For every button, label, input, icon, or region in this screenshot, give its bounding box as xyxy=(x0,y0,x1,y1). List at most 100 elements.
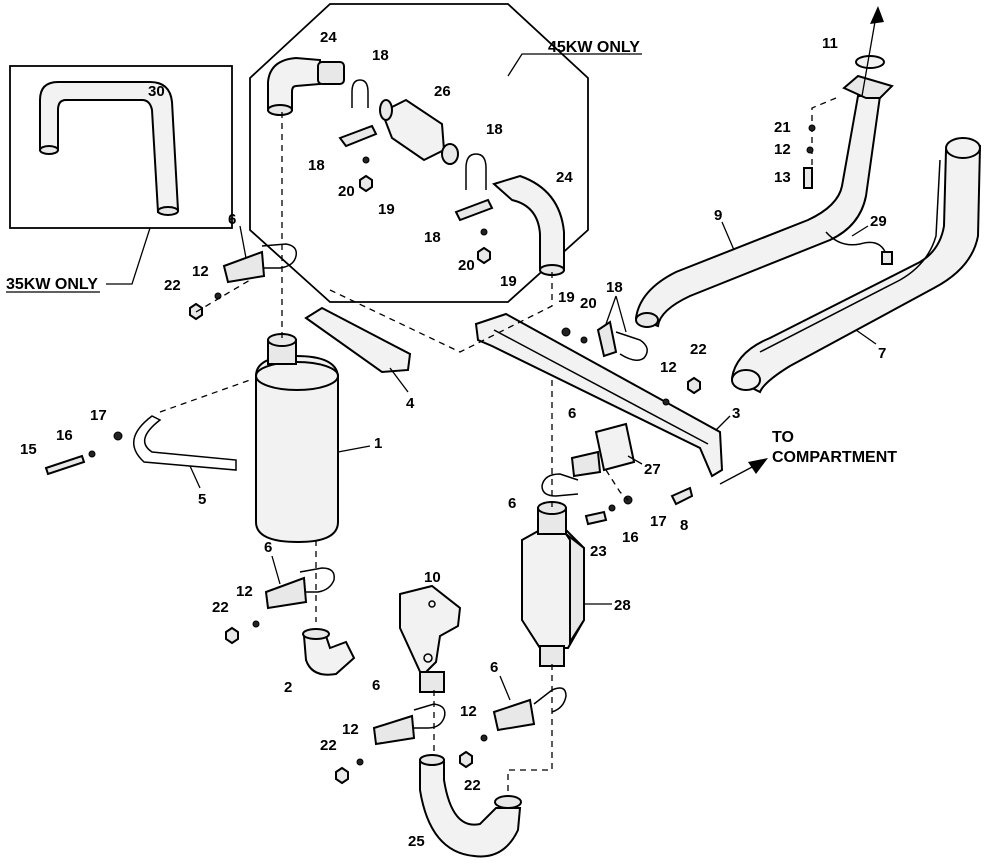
nut-22-b xyxy=(225,626,239,645)
callout-2: 2 xyxy=(284,679,292,696)
pipe-25 xyxy=(419,759,522,858)
clamp-6-b xyxy=(264,576,308,610)
callout-27: 27 xyxy=(644,461,661,478)
callout-29: 29 xyxy=(870,213,887,230)
clamp-6-d xyxy=(570,450,602,478)
pipe-7-end xyxy=(731,369,761,391)
callout-17-a: 17 xyxy=(90,407,107,424)
dash-i xyxy=(195,279,251,313)
gasket-11 xyxy=(855,55,885,69)
washer-20-right xyxy=(580,336,588,344)
callout-19-c: 19 xyxy=(558,289,575,306)
leader-6-e xyxy=(499,675,511,701)
bolt-8 xyxy=(670,486,694,506)
callout-6-a: 6 xyxy=(228,211,236,228)
elbow-24-right xyxy=(492,174,565,271)
bolt-13 xyxy=(803,167,813,189)
callout-12-d: 12 xyxy=(660,359,677,376)
converter-26-inlet xyxy=(379,99,393,121)
ubolt-6-c xyxy=(413,703,446,729)
nut-22-e xyxy=(459,750,473,769)
callout-7: 7 xyxy=(878,345,886,362)
dash-link-9 xyxy=(811,97,837,176)
clamp-6-c xyxy=(372,714,416,746)
callout-12-f: 12 xyxy=(774,141,791,158)
callout-21: 21 xyxy=(774,119,791,136)
callout-23: 23 xyxy=(590,543,607,560)
leader-7 xyxy=(855,329,877,345)
flange-9 xyxy=(842,74,894,99)
note-45kw-only: 45KW ONLY xyxy=(548,39,640,56)
callout-1: 1 xyxy=(374,435,382,452)
ubolt-18-right xyxy=(615,331,648,361)
bracket-4 xyxy=(304,306,412,374)
clamp-18-lower xyxy=(454,198,494,222)
leader-27 xyxy=(627,455,643,465)
clamp-6-a xyxy=(222,250,266,284)
crossbar-3-edge xyxy=(493,329,709,445)
callout-22-a: 22 xyxy=(164,277,181,294)
note-35kw-only: 35KW ONLY xyxy=(6,276,98,293)
callout-12-a: 12 xyxy=(192,263,209,280)
callout-16-a: 16 xyxy=(56,427,73,444)
clamp-6-e xyxy=(492,698,536,732)
callout-22-d: 22 xyxy=(690,341,707,358)
bracket-10-stub xyxy=(419,671,445,693)
washer-12-d xyxy=(662,398,670,406)
inset-35kw-box xyxy=(9,65,233,229)
washer-12-f xyxy=(806,146,814,154)
pipe-25-end-b xyxy=(494,795,522,809)
washer-20-lower xyxy=(480,228,488,236)
dash-h xyxy=(605,469,629,501)
converter-28-shield xyxy=(565,533,585,646)
bracket-10-hole-a xyxy=(428,600,436,608)
callout-12-e: 12 xyxy=(460,703,477,720)
callout-16-b: 16 xyxy=(622,529,639,546)
ubolt-6-a xyxy=(261,243,298,269)
callout-24-b: 24 xyxy=(556,169,573,186)
washer-16-b xyxy=(608,504,616,512)
washer-12-e xyxy=(480,734,488,742)
callout-6-e: 6 xyxy=(508,495,516,512)
callout-12-b: 12 xyxy=(236,583,253,600)
callout-6-f: 6 xyxy=(490,659,498,676)
washer-21 xyxy=(808,124,816,132)
callout-24-a: 24 xyxy=(320,29,337,46)
elbow-24-left-end xyxy=(267,104,293,116)
bolt-23 xyxy=(584,510,608,526)
callout-8: 8 xyxy=(680,517,688,534)
to-compartment-line2: COMPARTMENT xyxy=(772,449,897,466)
pipe-7-top xyxy=(945,137,981,159)
exhaust-arrow xyxy=(861,15,877,97)
callout-12-c: 12 xyxy=(342,721,359,738)
callout-28: 28 xyxy=(614,597,631,614)
nut-22-d xyxy=(687,376,701,395)
elbow-24-left xyxy=(267,56,321,111)
pipe-7 xyxy=(730,144,982,394)
dash-g xyxy=(159,379,251,413)
pipe-7-wire xyxy=(759,159,941,353)
leader-1 xyxy=(337,445,371,453)
callout-6-c: 6 xyxy=(372,677,380,694)
leader-6-a xyxy=(239,225,247,259)
washer-16-a xyxy=(88,450,96,458)
leader-9 xyxy=(721,221,735,251)
compartment-arrow xyxy=(719,465,755,485)
elbow-2-top xyxy=(302,628,330,640)
inset-45kw-octagon xyxy=(249,3,589,303)
elbow-24-left-neck xyxy=(317,61,345,85)
converter-28-outlet xyxy=(539,645,565,667)
callout-18-e: 18 xyxy=(606,279,623,296)
nut-19-lower xyxy=(477,246,491,265)
pipe-30-end xyxy=(39,145,59,155)
callout-19-b: 19 xyxy=(500,273,517,290)
clamp-18-right xyxy=(596,320,618,358)
callout-4: 4 xyxy=(406,395,415,412)
washer-20-upper xyxy=(362,156,370,164)
leader-4 xyxy=(389,367,409,393)
callout-6-b: 6 xyxy=(264,539,272,556)
bracket-10 xyxy=(399,584,462,678)
compartment-arrowhead xyxy=(748,458,768,474)
